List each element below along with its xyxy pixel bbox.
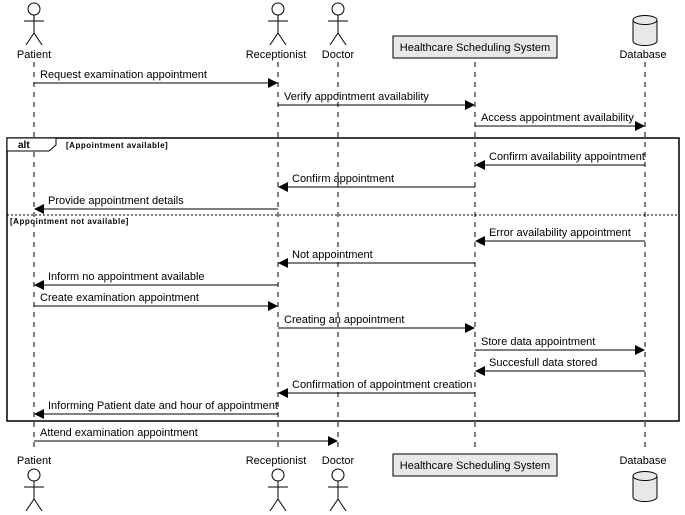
message: Confirmation of appointment creation	[278, 379, 475, 398]
lifelines	[33, 62, 646, 452]
message-label: Provide appointment details	[48, 195, 184, 207]
participant-box	[392, 35, 558, 59]
stick-figure-icon	[268, 2, 288, 46]
participant-box	[392, 453, 558, 477]
alt-operator: alt	[18, 140, 30, 151]
message: Informing Patient date and hour of appoi…	[34, 400, 278, 419]
actor-label-patient: Patient	[17, 455, 51, 467]
alt-tab	[6, 137, 57, 152]
message: Not appointment	[278, 249, 475, 268]
alt-guard-available: [Appointment available]	[66, 141, 168, 150]
message-label: Confirm availability appointment	[489, 151, 645, 163]
message-label: Informing Patient date and hour of appoi…	[48, 400, 278, 412]
message-label: Not appointment	[292, 249, 373, 261]
actor-label-doctor: Doctor	[322, 455, 355, 467]
actor-patient-top: Patient	[17, 2, 51, 61]
message-label: Error availability appointment	[489, 227, 631, 239]
message-label: Request examination appointment	[40, 69, 207, 81]
stick-figure-icon	[24, 468, 44, 512]
alt-guard-not-available: [Appointment not available]	[10, 217, 129, 226]
database-label: Database	[619, 49, 666, 61]
message-label: Creating an appointment	[284, 314, 404, 326]
actor-patient-bottom: Patient	[17, 455, 51, 512]
message-label: Create examination appointment	[40, 292, 199, 304]
database-top: Database	[619, 15, 667, 61]
actor-receptionist-top: Receptionist	[246, 2, 307, 61]
message: Confirm availability appointment	[475, 151, 645, 170]
participants-top: Patient Receptionist Doctor	[17, 2, 667, 61]
message: Request examination appointment	[34, 69, 278, 88]
alt-fragment: alt [Appointment available] [Appointment…	[6, 137, 680, 422]
participant-label-system: Healthcare Scheduling System	[400, 460, 550, 472]
stick-figure-icon	[328, 2, 348, 46]
actor-label-patient: Patient	[17, 49, 51, 61]
participant-system-top: Healthcare Scheduling System	[392, 35, 558, 59]
actor-doctor-bottom: Doctor	[322, 455, 355, 512]
message: Confirm appointment	[278, 173, 475, 192]
participants-bottom: Patient Receptionist Doctor	[17, 453, 667, 512]
message-label: Confirmation of appointment creation	[292, 379, 472, 391]
actor-label-receptionist: Receptionist	[246, 49, 307, 61]
participant-system-bottom: Healthcare Scheduling System	[392, 453, 558, 477]
message-label: Confirm appointment	[292, 173, 394, 185]
message-label: Inform no appointment available	[48, 271, 205, 283]
database-bottom: Database	[619, 455, 667, 502]
database-label: Database	[619, 455, 666, 467]
message: Verify appointment availability	[278, 91, 475, 110]
message: Create examination appointment	[34, 292, 278, 311]
message-label: Store data appointment	[481, 336, 595, 348]
participant-label-system: Healthcare Scheduling System	[400, 42, 550, 54]
message: Store data appointment	[475, 336, 645, 355]
stick-figure-icon	[24, 2, 44, 46]
database-icon	[632, 471, 658, 502]
database-icon	[632, 15, 658, 46]
message: Inform no appointment available	[34, 271, 278, 290]
actor-doctor-top: Doctor	[322, 2, 355, 61]
message: Provide appointment details	[34, 195, 278, 214]
stick-figure-icon	[268, 468, 288, 512]
stick-figure-icon	[328, 468, 348, 512]
message: Access appointment availability	[475, 112, 645, 131]
message-label: Access appointment availability	[481, 112, 634, 124]
actor-label-receptionist: Receptionist	[246, 455, 307, 467]
actor-receptionist-bottom: Receptionist	[246, 455, 307, 512]
message: Succesfull data stored	[475, 357, 645, 376]
alt-frame	[6, 137, 680, 422]
message-label: Attend examination appointment	[40, 427, 198, 439]
actor-label-doctor: Doctor	[322, 49, 355, 61]
message: Attend examination appointment	[34, 427, 338, 446]
message-label: Verify appointment availability	[284, 91, 429, 103]
message-label: Succesfull data stored	[489, 357, 597, 369]
message: Creating an appointment	[278, 314, 475, 333]
message: Error availability appointment	[475, 227, 645, 246]
